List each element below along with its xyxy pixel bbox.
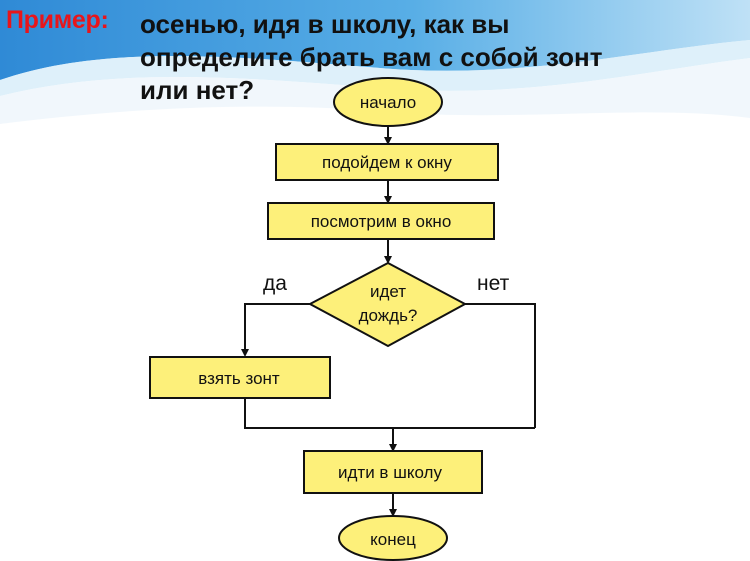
start-terminal (333, 77, 443, 127)
step1-label: подойдем к окну (322, 153, 452, 172)
no-branch-label: нет (477, 272, 510, 295)
connector-yes-action-down (244, 398, 535, 429)
yes-action-label: взять зонт (198, 369, 280, 388)
slide-heading: Пример: осенью, идя в школу, как вы опре… (0, 0, 750, 110)
question-line-3: или нет? (140, 75, 255, 105)
decision-line-1: идет (370, 282, 406, 301)
process-yes-action (149, 356, 331, 399)
start-label: начало (360, 93, 416, 112)
end-terminal (338, 515, 448, 561)
end-label: конец (370, 530, 416, 549)
decision-diamond (307, 261, 468, 348)
step2-label: посмотрим в окно (311, 212, 452, 231)
connector-no-branch (465, 303, 536, 428)
example-prefix: Пример: (6, 6, 109, 34)
connectors (241, 126, 536, 517)
decision-line-2: дождь? (359, 306, 418, 325)
process-step1 (275, 143, 499, 181)
process-step2 (267, 202, 495, 240)
yes-branch-label: да (263, 272, 287, 295)
question-line-2: определите брать вам с собой зонт (140, 42, 603, 72)
step3-label: идти в школу (338, 463, 442, 482)
question-line-1: осенью, идя в школу, как вы (140, 9, 510, 39)
process-step3 (303, 450, 483, 494)
connector-yes-branch (241, 303, 310, 357)
question-text: осенью, идя в школу, как вы определите б… (140, 8, 740, 107)
